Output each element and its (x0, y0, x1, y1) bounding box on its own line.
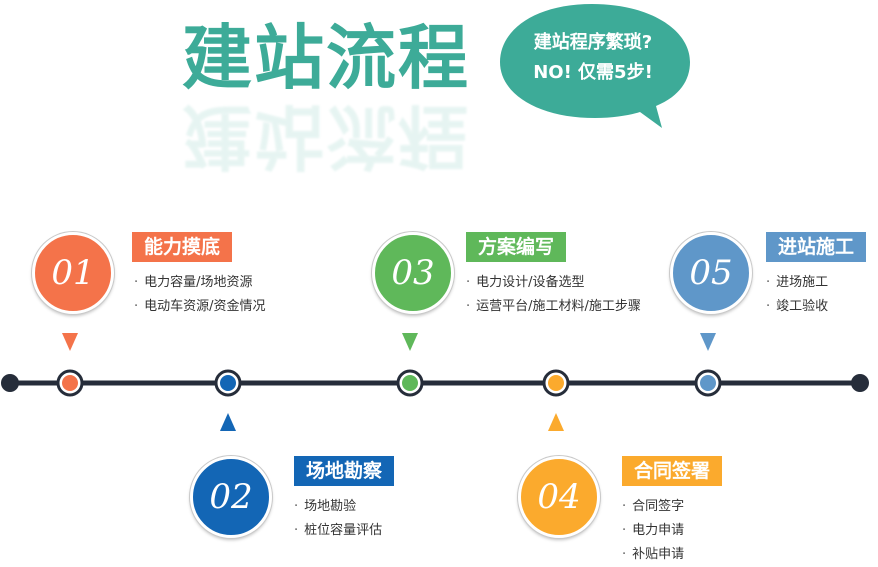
list-item: 竣工验收 (766, 295, 828, 319)
list-item: 电力设计/设备选型 (466, 271, 641, 295)
step-04-circle: 04 (518, 456, 600, 538)
timeline-start-dot (1, 374, 19, 392)
timeline-node-05 (694, 369, 722, 397)
page-title: 建站流程 (182, 17, 470, 99)
arrow-down-icon (62, 333, 78, 351)
step-02-list: 场地勘验 桩位容量评估 (294, 495, 382, 543)
list-item: 补贴申请 (622, 543, 684, 567)
step-02-circle: 02 (190, 456, 272, 538)
step-05-circle: 05 (670, 232, 752, 314)
arrow-down-icon (700, 333, 716, 351)
list-item: 电力申请 (622, 519, 684, 543)
step-04-title: 合同签署 (622, 456, 723, 486)
step-03-title: 方案编写 (466, 232, 567, 262)
step-03-circle: 03 (372, 232, 454, 314)
bubble-line-2: NO! 仅需5步! (533, 62, 653, 83)
arrow-up-icon (548, 413, 564, 431)
step-01-title: 能力摸底 (132, 232, 233, 262)
step-02-title: 场地勘察 (294, 456, 395, 486)
list-item: 电力容量/场地资源 (134, 271, 266, 295)
arrow-up-icon (220, 413, 236, 431)
step-01-list: 电力容量/场地资源 电动车资源/资金情况 (134, 271, 266, 319)
timeline-node-02 (214, 369, 242, 397)
bubble-line-1: 建站程序繁琐? (533, 32, 653, 53)
list-item: 场地勘验 (294, 495, 382, 519)
list-item: 电动车资源/资金情况 (134, 295, 265, 319)
list-item: 桩位容量评估 (294, 519, 382, 543)
timeline-node-03 (396, 369, 424, 397)
arrow-down-icon (402, 333, 418, 351)
step-05-title: 进站施工 (766, 232, 867, 262)
list-item: 运营平台/施工材料/施工步骤 (466, 295, 641, 319)
timeline-node-01 (56, 369, 84, 397)
list-item: 合同签字 (622, 495, 684, 519)
timeline-end-dot (851, 374, 869, 392)
step-03-list: 电力设计/设备选型 运营平台/施工材料/施工步骤 (466, 271, 641, 319)
step-01-circle: 01 (32, 232, 114, 314)
speech-bubble-text: 建站程序繁琐? NO! 仅需5步! (508, 28, 678, 88)
step-04-list: 合同签字 电力申请 补贴申请 (622, 495, 684, 567)
step-05-list: 进场施工 竣工验收 (766, 271, 828, 319)
timeline-node-04 (542, 369, 570, 397)
list-item: 进场施工 (766, 271, 828, 295)
